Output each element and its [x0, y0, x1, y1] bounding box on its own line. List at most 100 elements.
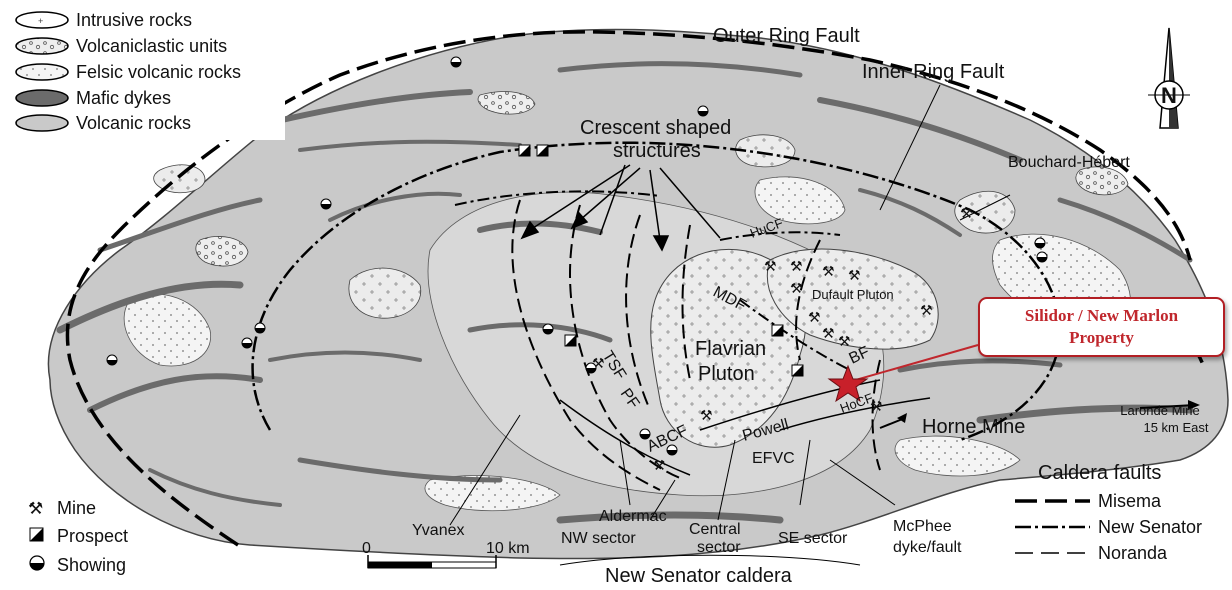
- crescent-pointer-lines: [520, 164, 721, 252]
- felsic-volcanic-body: [894, 435, 1021, 477]
- scale-start-label: 0: [362, 540, 371, 557]
- intrusive-body: [348, 267, 422, 319]
- se-sector-label: SE sector: [778, 530, 848, 547]
- mine-icon: ⚒: [870, 399, 883, 415]
- mine-icon: ⚒: [838, 334, 851, 350]
- bouchard-hebert-label: Bouchard-Hébert: [1008, 154, 1130, 171]
- intrusive-body: [153, 164, 206, 194]
- mine-icon: ⚒: [790, 259, 803, 275]
- inner-ring-fault-label: Inner Ring Fault: [862, 61, 1005, 83]
- legend-caldera-faults: Caldera faults Misema New Senator Norand…: [1015, 462, 1202, 563]
- prospect-icon: [771, 324, 784, 337]
- mine-icon: ⚒: [700, 408, 713, 424]
- crescent-label-line1: Crescent shaped: [580, 117, 731, 139]
- new-senator-label: New Senator: [1098, 517, 1202, 537]
- showing-icon: [697, 105, 709, 117]
- silidor-callout: Silidor / New Marlon Property: [978, 297, 1225, 357]
- showing-icon: [241, 337, 253, 349]
- horne-mine-label: Horne Mine: [922, 416, 1025, 438]
- silidor-property-star: [827, 364, 869, 403]
- callout-pointer: [844, 344, 979, 384]
- showing-icon: [639, 428, 651, 440]
- mine-icon: ⚒: [808, 310, 821, 326]
- intrusive-rocks-swatch: [15, 11, 69, 29]
- felsic-volcanic-body: [123, 293, 212, 367]
- legend-prospect-label: Prospect: [57, 526, 128, 546]
- label-leader-lines: [449, 84, 1011, 526]
- north-label: N: [1161, 83, 1177, 108]
- laronde-label-line2: 15 km East: [1143, 420, 1208, 435]
- noranda-label: Noranda: [1098, 543, 1168, 563]
- showing-icon: [106, 354, 118, 366]
- showing-icons: [106, 56, 1048, 456]
- prospect-icon: [791, 364, 804, 377]
- felsic-volcanic-body: [754, 176, 846, 225]
- legend-felsic-label: Felsic volcanic rocks: [76, 62, 241, 82]
- mcphee-label-line2: dyke/fault: [893, 539, 962, 556]
- volcaniclastic-body: [477, 91, 536, 115]
- legend-volcanic-label: Volcanic rocks: [76, 113, 191, 133]
- yvanex-label: Yvanex: [412, 522, 464, 539]
- svg-text:+: +: [38, 16, 43, 26]
- mine-icons: ⚒ ⚒ ⚒ ⚒ ⚒ ⚒ ⚒ ⚒ ⚒ ⚒ ⚒ ⚒ ⚒ ⚒: [592, 206, 973, 474]
- legend-intrusive-label: Intrusive rocks: [76, 10, 192, 30]
- legend-symbols: ⚒ Mine Prospect Showing: [28, 498, 128, 575]
- laronde-arrow: [1139, 400, 1200, 410]
- scale-bar: 0 10 km: [362, 540, 530, 569]
- scale-end-label: 10 km: [486, 540, 530, 557]
- callout-line1: Silidor / New Marlon: [1024, 306, 1179, 325]
- prospect-icon: [29, 527, 44, 542]
- mine-icon: ⚒: [822, 264, 835, 280]
- mine-icon: ⚒: [28, 499, 43, 519]
- horne-mine-marker: [879, 413, 907, 429]
- showing-icon: [585, 362, 597, 374]
- prospect-icons: [518, 144, 804, 377]
- flavrian-pluton: [650, 248, 807, 448]
- aldermac-label: Aldermac: [599, 508, 667, 525]
- new-senator-caldera-label: New Senator caldera: [605, 565, 793, 587]
- efvc-label: EFVC: [752, 450, 795, 467]
- showing-icon: [254, 322, 266, 334]
- mine-icon: ⚒: [764, 259, 777, 275]
- intrusive-body: [954, 191, 1016, 234]
- showing-icon: [1036, 251, 1048, 263]
- north-arrow: N: [1148, 27, 1190, 129]
- legend-mine-label: Mine: [57, 498, 96, 518]
- mine-icon: ⚒: [790, 281, 803, 297]
- laronde-label-line1: Laronde Mine: [1120, 403, 1200, 418]
- outer-ring-fault-label: Outer Ring Fault: [713, 25, 860, 47]
- mine-icon: ⚒: [848, 268, 861, 284]
- felsic-volcanic-swatch: [15, 63, 69, 81]
- prospect-icon: [564, 334, 577, 347]
- callout-line2: Property: [1069, 328, 1134, 347]
- mine-icon: ⚒: [960, 206, 973, 222]
- mine-icon: ⚒: [653, 458, 666, 474]
- showing-icon: [542, 323, 554, 335]
- volcaniclastic-body: [1075, 166, 1129, 196]
- showing-icon: [29, 555, 45, 571]
- central-sector-label-line1: Central: [689, 521, 741, 538]
- crescent-label-line2: structures: [613, 140, 701, 162]
- showing-icon: [320, 198, 332, 210]
- dufault-pluton: [766, 248, 939, 350]
- showing-icon: [450, 56, 462, 68]
- volcanic-rocks-swatch: [15, 114, 69, 132]
- intrusive-body: [735, 134, 796, 168]
- mine-icon: ⚒: [822, 326, 835, 342]
- caldera-faults-title: Caldera faults: [1038, 462, 1161, 484]
- caldera-arc: [559, 554, 861, 566]
- nw-sector-label: NW sector: [561, 530, 636, 547]
- showing-icon: [666, 444, 678, 456]
- misema-fault: [65, 30, 1192, 547]
- legend-volcaniclastic-label: Volcaniclastic units: [76, 36, 227, 56]
- prospect-icon: [536, 144, 549, 157]
- misema-label: Misema: [1098, 491, 1162, 511]
- mafic-dykes-swatch: [15, 89, 69, 107]
- prospect-icon: [518, 144, 531, 157]
- legend-units: + Intrusive rocks Volcaniclastic units F…: [15, 10, 241, 133]
- noranda-faults: [511, 199, 881, 491]
- central-sector-label-line2: sector: [697, 539, 741, 556]
- mine-icon: ⚒: [920, 303, 933, 319]
- legend-mafic-label: Mafic dykes: [76, 88, 171, 108]
